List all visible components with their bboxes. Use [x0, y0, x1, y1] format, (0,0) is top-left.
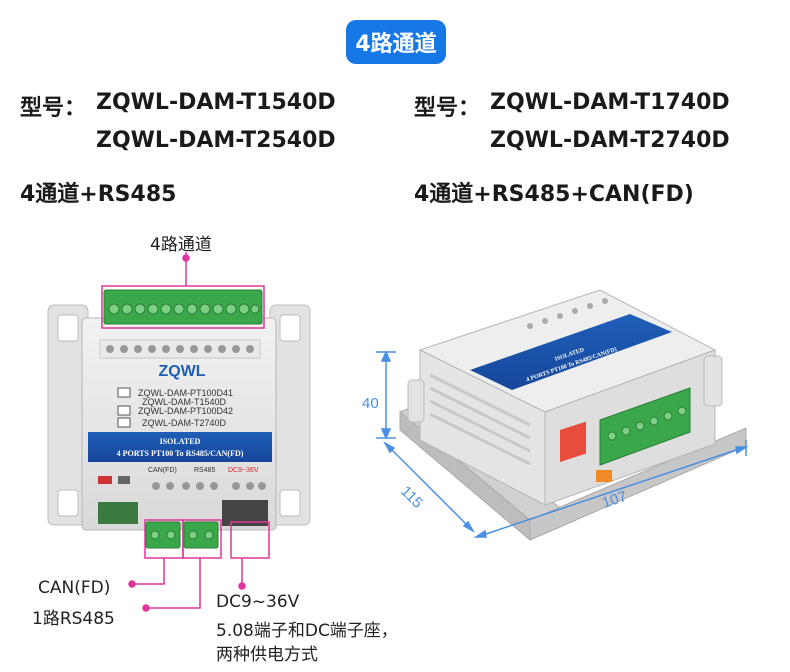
dim-depth: 115 — [397, 483, 426, 512]
left-model-2: ZQWL-DAM-T2540D — [96, 128, 336, 153]
right-model-2: ZQWL-DAM-T2740D — [490, 128, 730, 153]
dim-width: 107 — [600, 488, 629, 512]
left-device-logo: ZQWL — [158, 363, 205, 380]
power-callout-2: 5.08端子和DC端子座， — [216, 621, 398, 641]
right-model-label: 型号： — [414, 96, 481, 121]
power-callout-1: DC9~36V — [216, 592, 300, 612]
left-device-model-2: ZQWL-DAM-T1540D — [142, 397, 227, 407]
power-callout-3: 两种供电方式 — [216, 645, 318, 665]
callout-lines — [101, 252, 270, 612]
left-device-model-3: ZQWL-DAM-PT100D42 — [138, 406, 233, 416]
left-feature: 4通道+RS485 — [20, 182, 177, 207]
dimension-lines — [376, 350, 749, 538]
channels-callout: 4路通道 — [150, 235, 212, 255]
left-model-1: ZQWL-DAM-T1540D — [96, 90, 336, 115]
right-model-1: ZQWL-DAM-T1740D — [490, 90, 730, 115]
right-device: ISOLATED 4 PORTS PT100 To RS485/CAN(FD) — [399, 289, 747, 542]
left-device-model-1: ZQWL-DAM-PT100D41 — [138, 388, 233, 398]
rs485-callout: 1路RS485 — [32, 609, 115, 629]
left-device-model-4: ZQWL-DAM-T2740D — [142, 418, 227, 428]
channel-badge: 4路通道 — [346, 20, 446, 64]
right-feature: 4通道+RS485+CAN(FD) — [414, 182, 694, 207]
left-device-power-label: DC9~36V — [228, 467, 259, 474]
left-device-rs485-label: RS485 — [194, 467, 216, 474]
left-model-label: 型号： — [20, 96, 87, 121]
left-device-can-label: CAN(FD) — [148, 467, 177, 474]
left-device-isolated: ISOLATED — [160, 437, 201, 446]
dim-height: 40 — [362, 395, 379, 412]
left-device: ZQWL ZQWL-DAM-PT100D41 ZQWL-DAM-T1540D Z… — [47, 289, 311, 549]
left-device-desc: 4 PORTS PT100 To RS485/CAN(FD) — [117, 449, 244, 458]
can-callout: CAN(FD) — [38, 578, 111, 598]
